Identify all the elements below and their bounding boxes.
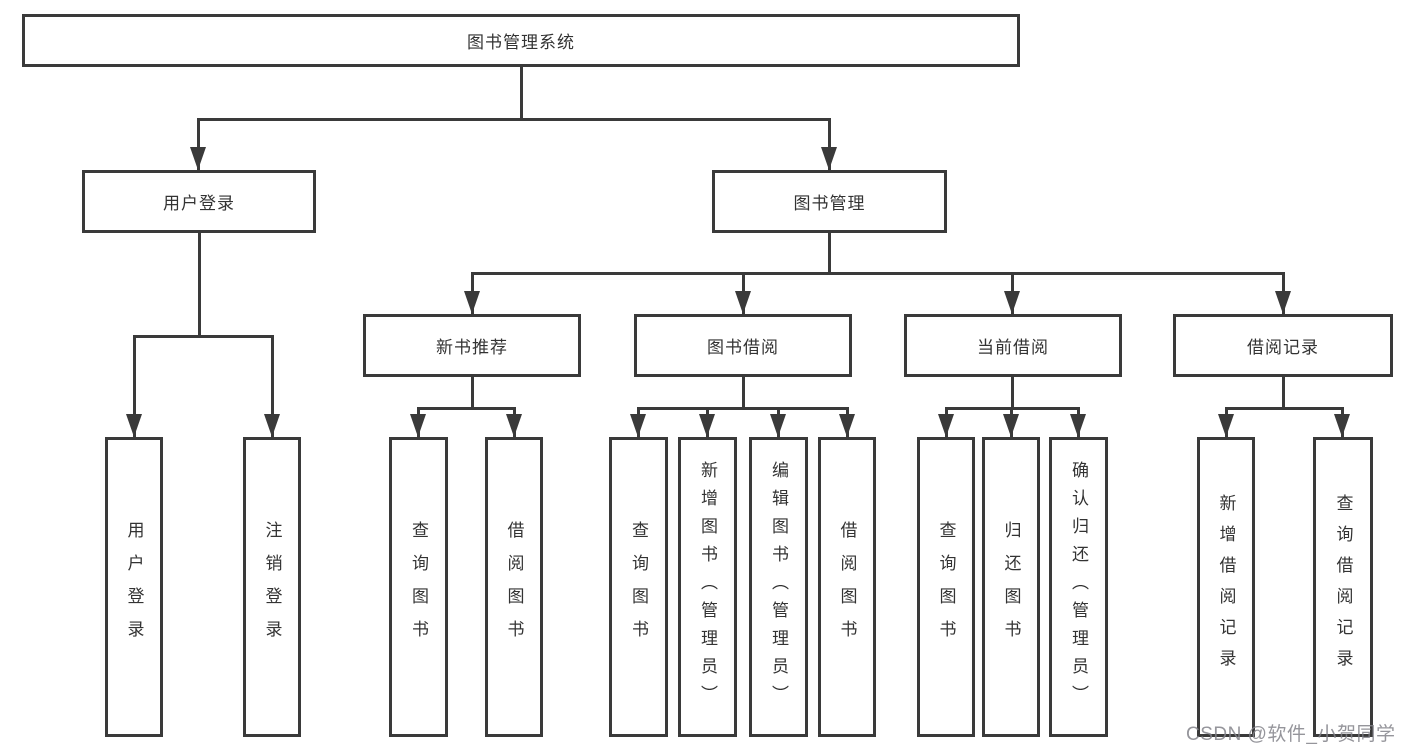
connector-drop	[828, 118, 831, 170]
connector-newbook-stem	[471, 377, 474, 407]
arrowhead-down-icon	[1004, 291, 1020, 314]
node-root-system: 图书管理系统	[22, 14, 1020, 67]
arrowhead-down-icon	[735, 291, 751, 314]
arrowhead-down-icon	[264, 414, 280, 437]
arrowhead-down-icon	[464, 291, 480, 314]
arrowhead-down-icon	[190, 147, 206, 170]
node-label: 图书借阅	[707, 338, 779, 357]
node-label: 借阅图书	[504, 521, 524, 653]
arrowhead-down-icon	[821, 147, 837, 170]
connector-rail-borrowrecords	[1225, 407, 1344, 410]
node-current-borrow: 当前借阅	[904, 314, 1122, 377]
arrowhead-down-icon	[506, 414, 522, 437]
node-label: 借阅记录	[1247, 338, 1319, 357]
leaf-logout: 注销登录	[243, 437, 301, 737]
node-label: 当前借阅	[977, 338, 1049, 357]
node-label: 编辑图书（管理员）	[769, 461, 788, 713]
arrowhead-down-icon	[699, 414, 715, 437]
connector-userlogin-stem	[198, 233, 201, 335]
node-borrow-records: 借阅记录	[1173, 314, 1393, 377]
connector-rail-userlogin	[133, 335, 274, 338]
connector-drop	[271, 335, 274, 437]
arrowhead-down-icon	[410, 414, 426, 437]
node-label: 归还图书	[1001, 521, 1021, 653]
leaf-return-book: 归还图书	[982, 437, 1040, 737]
node-label: 新增借阅记录	[1216, 494, 1236, 680]
leaf-confirm-return: 确认归还（管理员）	[1049, 437, 1108, 737]
connector-rail-bookborrow	[637, 407, 849, 410]
connector-currentborrow-stem	[1011, 377, 1014, 407]
connector-borrowrecords-stem	[1282, 377, 1285, 407]
connector-bookmgmt-stem	[828, 233, 831, 272]
node-label: 图书管理系统	[467, 33, 575, 52]
arrowhead-down-icon	[1003, 414, 1019, 437]
leaf-edit-book-admin: 编辑图书（管理员）	[749, 437, 808, 737]
leaf-query-books-rec: 查询图书	[389, 437, 448, 737]
connector-root-stem	[520, 67, 523, 118]
node-user-login: 用户登录	[82, 170, 316, 233]
leaf-borrow-books-rec: 借阅图书	[485, 437, 543, 737]
connector-rail-level1	[197, 118, 831, 121]
node-label: 新书推荐	[436, 338, 508, 357]
node-label: 查询图书	[409, 521, 428, 653]
node-label: 借阅图书	[837, 521, 857, 653]
node-label: 新增图书（管理员）	[698, 461, 717, 713]
connector-rail-bookmgmt	[471, 272, 1285, 275]
arrowhead-down-icon	[770, 414, 786, 437]
arrowhead-down-icon	[126, 414, 142, 437]
node-label: 用户登录	[163, 194, 235, 213]
leaf-query-books-current: 查询图书	[917, 437, 975, 737]
arrowhead-down-icon	[630, 414, 646, 437]
arrowhead-down-icon	[1275, 291, 1291, 314]
arrowhead-down-icon	[1334, 414, 1350, 437]
node-label: 查询图书	[629, 521, 648, 653]
leaf-borrow-books: 借阅图书	[818, 437, 876, 737]
leaf-user-login: 用户登录	[105, 437, 163, 737]
node-new-book-recommend: 新书推荐	[363, 314, 581, 377]
arrowhead-down-icon	[1070, 414, 1086, 437]
connector-bookborrow-stem	[742, 377, 745, 407]
node-book-management: 图书管理	[712, 170, 947, 233]
node-label: 用户登录	[124, 521, 144, 653]
node-label: 图书管理	[793, 194, 866, 213]
csdn-watermark: CSDN @软件_小贺同学	[1186, 724, 1396, 745]
arrowhead-down-icon	[839, 414, 855, 437]
arrowhead-down-icon	[938, 414, 954, 437]
node-label: 查询图书	[936, 521, 956, 653]
connector-drop	[133, 335, 136, 437]
connector-rail-newbook	[417, 407, 516, 410]
leaf-add-borrow-record: 新增借阅记录	[1197, 437, 1255, 737]
leaf-add-book-admin: 新增图书（管理员）	[678, 437, 737, 737]
node-label: 查询借阅记录	[1333, 494, 1353, 680]
node-label: 确认归还（管理员）	[1069, 461, 1088, 713]
arrowhead-down-icon	[1218, 414, 1234, 437]
node-book-borrow: 图书借阅	[634, 314, 852, 377]
leaf-query-borrow-record: 查询借阅记录	[1313, 437, 1373, 737]
connector-drop	[197, 118, 200, 170]
leaf-query-books-borrow: 查询图书	[609, 437, 668, 737]
node-label: 注销登录	[262, 521, 282, 653]
